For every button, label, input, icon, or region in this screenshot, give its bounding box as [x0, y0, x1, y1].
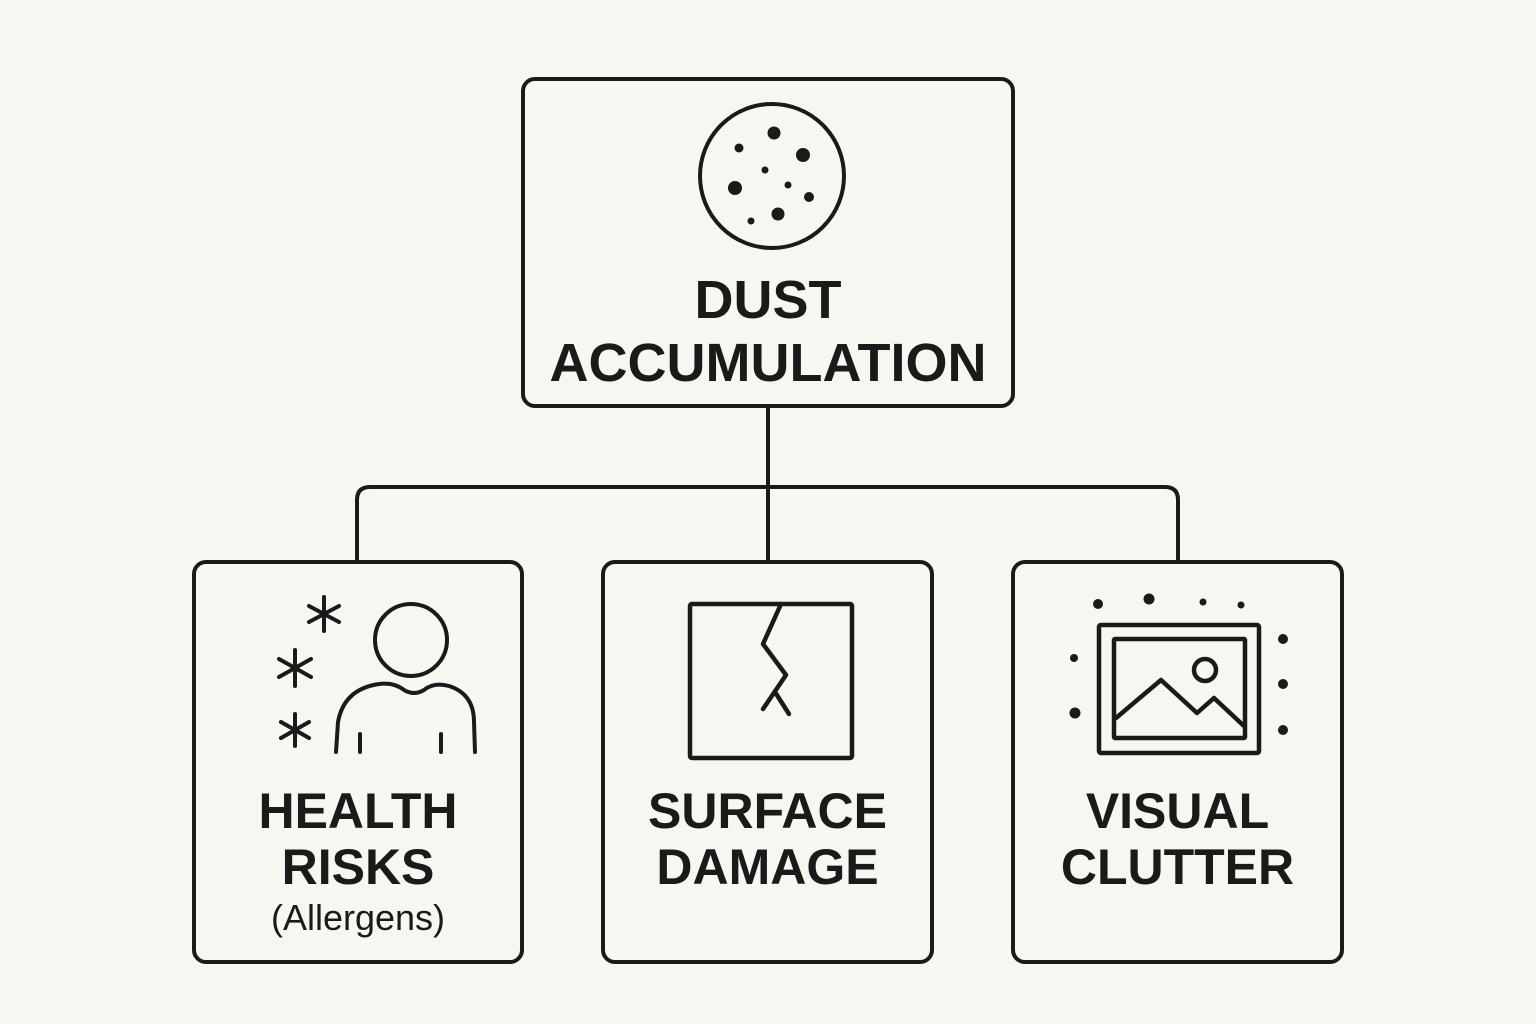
root-title-line-2: ACCUMULATION	[549, 333, 987, 393]
child-title-line-1: SURFACE	[648, 783, 887, 839]
person-with-allergens-icon	[277, 595, 477, 754]
child-title-line-1: VISUAL	[1085, 783, 1270, 839]
child-node-visual-clutter: VISUAL CLUTTER	[1011, 560, 1344, 964]
root-title-line-1: DUST	[694, 270, 842, 330]
child-node-health-risks: HEALTH RISKS (Allergens)	[192, 560, 524, 964]
child-title-line-2: CLUTTER	[1060, 839, 1295, 895]
cracked-surface-icon	[687, 601, 855, 761]
root-node-dust-accumulation: DUST ACCUMULATION	[521, 77, 1015, 408]
dusty-picture-frame-icon	[1069, 593, 1288, 756]
child-title-line-2: DAMAGE	[656, 839, 879, 895]
dust-particles-circle-icon	[698, 102, 846, 250]
branch-bar-connector	[355, 485, 1180, 560]
child-subtitle: (Allergens)	[270, 897, 446, 938]
child-title-line-1: HEALTH	[258, 783, 458, 839]
child-node-surface-damage: SURFACE DAMAGE	[601, 560, 934, 964]
child-title-line-2: RISKS	[281, 839, 435, 895]
